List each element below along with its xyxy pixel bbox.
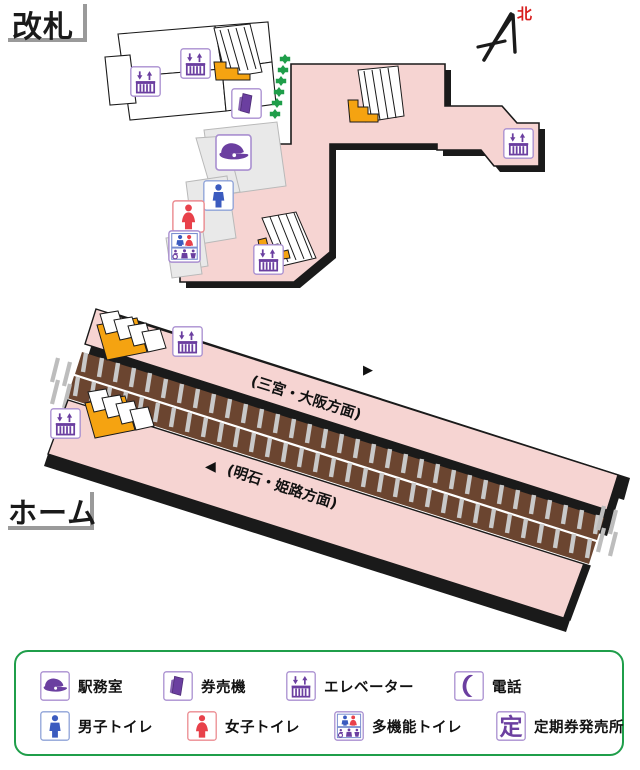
womens-toilet-icon[interactable] bbox=[172, 200, 205, 233]
elevator-icon[interactable] bbox=[50, 408, 81, 439]
legend-label: 駅務室 bbox=[78, 679, 123, 696]
multipurpose-toilet-icon[interactable] bbox=[168, 230, 201, 263]
legend-label: 多機能トイレ bbox=[372, 719, 462, 736]
elevator-icon[interactable] bbox=[253, 244, 284, 275]
legend-item-womens-toilet: 女子トイレ bbox=[187, 711, 300, 741]
telephone-icon bbox=[454, 671, 484, 701]
track-lower bbox=[67, 376, 596, 564]
direction-up-arrow: ▶ bbox=[363, 363, 373, 378]
platform-title-bracket bbox=[8, 492, 94, 530]
multipurpose-toilet-icon bbox=[334, 711, 364, 741]
elevator-icon[interactable] bbox=[172, 326, 203, 357]
legend-label: 券売機 bbox=[201, 679, 246, 696]
station-office-icon bbox=[40, 671, 70, 701]
concourse-title-bracket bbox=[8, 4, 87, 42]
station-map-svg: 定 bbox=[8, 4, 630, 632]
track-fade-east bbox=[595, 505, 619, 557]
north-marker-label: 北 bbox=[517, 5, 532, 23]
legend-panel: 駅務室 券売機 エレベーター 電話 男子トイレ bbox=[14, 650, 624, 756]
legend-label: エレベーター bbox=[324, 679, 414, 696]
stairs-east bbox=[347, 65, 405, 123]
page-title-concourse: 改札 bbox=[12, 10, 74, 45]
track-upper bbox=[75, 352, 604, 540]
mens-toilet-icon bbox=[40, 711, 70, 741]
elevator-icon[interactable] bbox=[180, 48, 211, 79]
ticket-machine-icon bbox=[163, 671, 193, 701]
legend-item-mens-toilet: 男子トイレ bbox=[40, 711, 153, 741]
ticket-machine-icon[interactable] bbox=[231, 88, 262, 119]
legend-row: 男子トイレ 女子トイレ 多機能トイレ 定期券発売所 bbox=[40, 708, 640, 744]
commuter-pass-icon bbox=[496, 711, 526, 741]
legend-label: 男子トイレ bbox=[78, 719, 153, 736]
platform-stairs-lower bbox=[84, 388, 155, 439]
platform-level bbox=[44, 308, 630, 632]
legend-item-telephone: 電話 bbox=[454, 671, 522, 701]
track-fade-west bbox=[49, 357, 73, 409]
legend-label: 定期券発売所 bbox=[534, 719, 624, 736]
legend-item-commuter-pass: 定期券発売所 bbox=[496, 711, 624, 741]
legend-item-elevator: エレベーター bbox=[286, 671, 414, 701]
legend-row: 駅務室 券売機 エレベーター 電話 bbox=[40, 668, 538, 704]
mens-toilet-icon[interactable] bbox=[203, 180, 234, 211]
stairs-northwest bbox=[213, 23, 263, 81]
platform-upper bbox=[84, 308, 619, 511]
station-office-icon[interactable] bbox=[215, 134, 252, 171]
elevator-icon bbox=[286, 671, 316, 701]
platform-lower-edge bbox=[44, 454, 570, 632]
womens-toilet-icon bbox=[187, 711, 217, 741]
page-title-platform: ホーム bbox=[8, 496, 98, 530]
platform-stairs-upper bbox=[96, 310, 167, 361]
elevator-icon[interactable] bbox=[503, 128, 534, 159]
legend-label: 電話 bbox=[492, 679, 522, 696]
legend-item-ticket-machine: 券売機 bbox=[163, 671, 246, 701]
direction-down-arrow: ◀ bbox=[205, 459, 216, 475]
legend-label: 女子トイレ bbox=[225, 719, 300, 736]
north-arrow bbox=[476, 12, 517, 62]
legend-item-station-office: 駅務室 bbox=[40, 671, 123, 701]
elevator-icon[interactable] bbox=[130, 66, 161, 97]
legend-item-multipurpose-toilet: 多機能トイレ bbox=[334, 711, 462, 741]
